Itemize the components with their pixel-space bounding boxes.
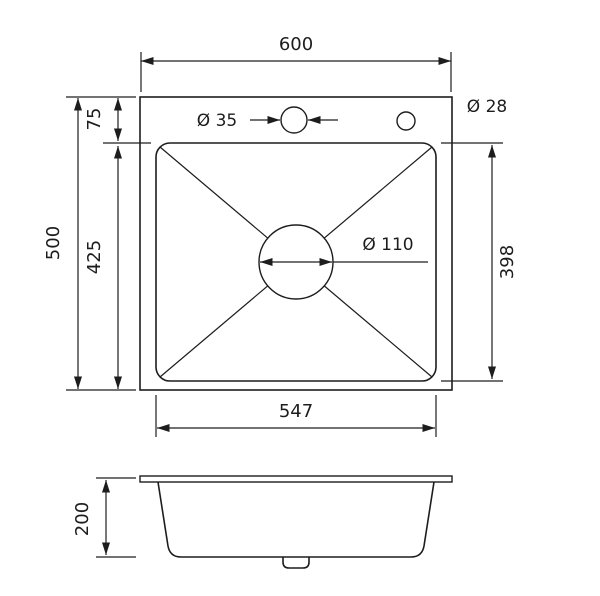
dim-label-bowl-height: 425 (84, 240, 105, 274)
dim-label-rim-offset: 75 (84, 108, 105, 131)
accessory-hole-circle (396, 111, 416, 131)
dim-label-bowl-width: 547 (279, 401, 313, 422)
dim-overall-width: 600 (140, 34, 452, 92)
dim-rim-offset: 75 (84, 98, 151, 144)
dim-label-depth: 200 (72, 502, 93, 536)
dim-label-drain: Ø 110 (362, 235, 413, 255)
bowl-inner-rect (155, 142, 437, 382)
dimensions-side-view: 200 (72, 477, 136, 558)
dim-bowl-width: 547 (155, 395, 437, 437)
dim-bowl-inner-height: 398 (441, 142, 518, 382)
sink-outer-rect (139, 96, 453, 391)
dim-label-overall-width: 600 (279, 34, 313, 55)
bowl-profile (157, 481, 435, 558)
dim-label-overall-height: 500 (43, 226, 64, 260)
sink-rim-profile (139, 475, 453, 483)
dim-accessory-hole: Ø 28 (467, 97, 507, 117)
dim-drain: Ø 110 (260, 235, 428, 266)
drain-stub-profile (282, 557, 310, 569)
dim-faucet-hole: Ø 35 (197, 111, 338, 131)
faucet-hole-circle (280, 106, 308, 134)
dim-label-accessory-hole: Ø 28 (467, 97, 507, 117)
dim-label-faucet-hole: Ø 35 (197, 111, 237, 131)
dimensions-top-view: 600 500 75 425 398 (43, 34, 518, 437)
dim-bowl-height: 425 (84, 146, 122, 389)
dim-label-bowl-inner-height: 398 (497, 245, 518, 279)
dim-depth: 200 (72, 477, 136, 558)
dim-overall-height: 500 (43, 96, 136, 391)
side-view (139, 475, 453, 569)
